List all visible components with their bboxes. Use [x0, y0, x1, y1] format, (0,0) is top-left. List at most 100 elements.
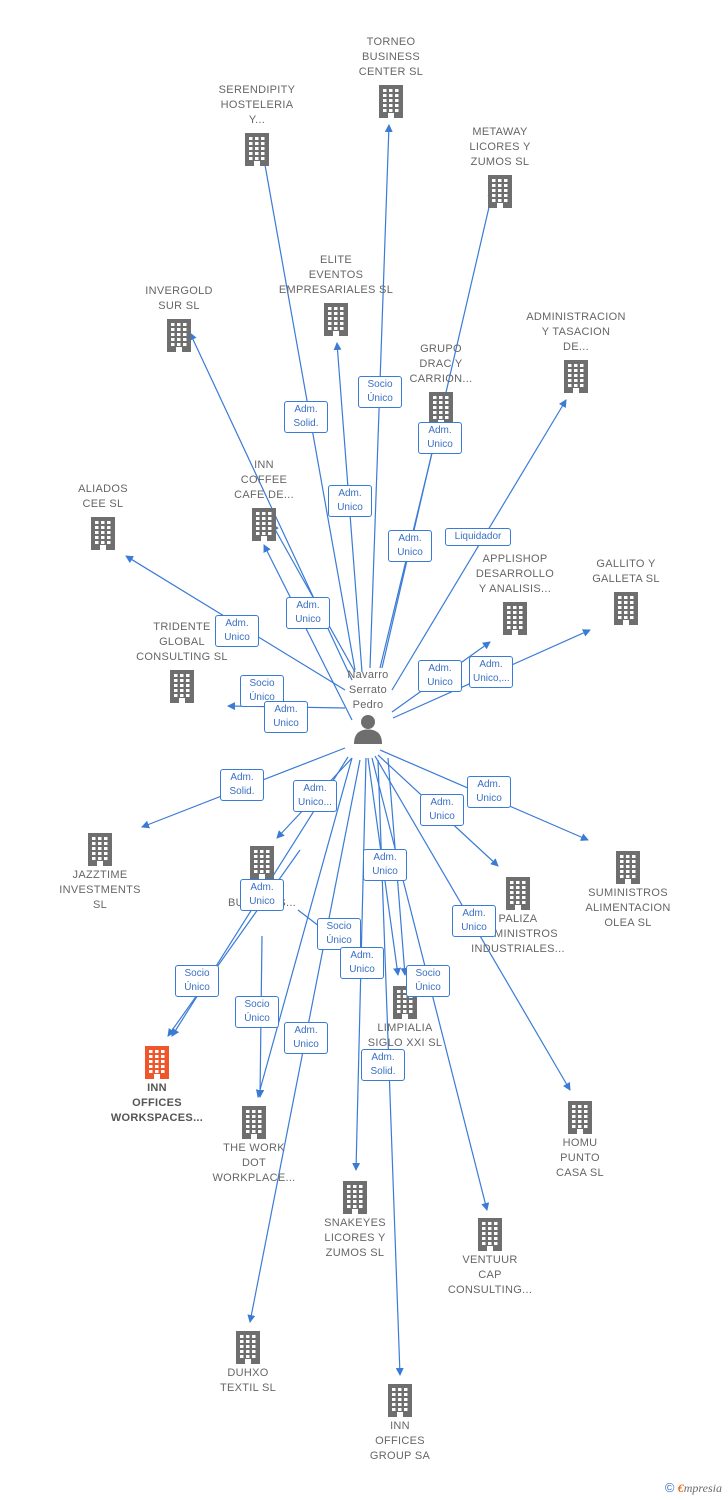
company-node-serendipity[interactable]: SERENDIPITY HOSTELERIA Y...	[192, 83, 322, 166]
company-name: APPLISHOP DESARROLLO Y ANALISIS...	[475, 553, 555, 595]
edge-label-serendipity[interactable]: Adm. Solid.	[284, 401, 328, 433]
building-icon	[488, 175, 512, 208]
company-node-jazztime[interactable]: JAZZTIME INVESTMENTS SL	[35, 832, 165, 913]
company-name: ADMINISTRACION Y TASACION DE...	[526, 311, 626, 353]
building-icon	[343, 1181, 367, 1214]
building-icon	[91, 517, 115, 550]
person-icon	[354, 715, 382, 744]
company-node-innofficesws[interactable]: INN OFFICES WORKSPACES...	[92, 1045, 222, 1126]
building-icon	[252, 508, 276, 541]
building-icon	[388, 1384, 412, 1417]
edge-label-administracion[interactable]: Liquidador	[445, 528, 511, 546]
edge-label-limpialia[interactable]: Socio Único	[317, 918, 361, 950]
edge-label-limpialia[interactable]: Socio Único	[406, 965, 450, 997]
building-icon	[393, 986, 417, 1019]
edge-label-metaway[interactable]: Adm. Unico	[418, 422, 462, 454]
company-name: DUHXO TEXTIL SL	[219, 1367, 277, 1394]
copyright-icon: ©	[664, 1480, 675, 1495]
building-icon	[88, 833, 112, 866]
company-node-metaway[interactable]: METAWAY LICORES Y ZUMOS SL	[435, 125, 565, 208]
company-node-torneo[interactable]: TORNEO BUSINESS CENTER SL	[326, 35, 456, 118]
company-node-innofficesgroup[interactable]: INN OFFICES GROUP SA	[335, 1383, 465, 1464]
company-name: METAWAY LICORES Y ZUMOS SL	[469, 126, 531, 168]
company-name: INN OFFICES WORKSPACES...	[110, 1082, 204, 1124]
company-node-suministros[interactable]: SUMINISTROS ALIMENTACION OLEA SL	[563, 850, 693, 931]
building-icon	[250, 846, 274, 879]
edge-label-invergold[interactable]: Adm. Unico	[215, 615, 259, 647]
company-name: GALLITO Y GALLETA SL	[592, 558, 660, 585]
edge-label-torneo[interactable]: Socio Único	[358, 376, 402, 408]
company-node-elite[interactable]: ELITE EVENTOS EMPRESARIALES SL	[271, 253, 401, 336]
company-name: JAZZTIME INVESTMENTS SL	[59, 869, 141, 911]
company-node-gallito[interactable]: GALLITO Y GALLETA SL	[561, 557, 691, 625]
edge-label-applishop[interactable]: Adm. Unico	[418, 660, 462, 692]
person-node[interactable]: Navarro Serrato Pedro	[323, 668, 413, 745]
company-name: INN OFFICES GROUP SA	[369, 1420, 431, 1462]
building-icon	[568, 1101, 592, 1134]
building-icon	[167, 319, 191, 352]
edge-label-grupo[interactable]: Adm. Unico	[388, 530, 432, 562]
company-name: INVERGOLD SUR SL	[145, 285, 213, 312]
company-name: SUMINISTROS ALIMENTACION OLEA SL	[585, 887, 671, 929]
edge-label-suministros[interactable]: Adm. Unico	[467, 776, 511, 808]
brand-logo-e: €	[677, 1481, 684, 1495]
building-icon	[503, 602, 527, 635]
building-icon	[236, 1331, 260, 1364]
building-icon	[379, 85, 403, 118]
company-node-inncoffee[interactable]: INN COFFEE CAFE DE...	[199, 458, 329, 541]
building-icon	[506, 877, 530, 910]
edge-cbusiness	[263, 544, 353, 721]
company-name: ALIADOS CEE SL	[78, 483, 128, 510]
company-name: TRIDENTE GLOBAL CONSULTING SL	[136, 621, 228, 663]
company-node-administracion[interactable]: ADMINISTRACION Y TASACION DE...	[511, 310, 641, 393]
company-name: TORNEO BUSINESS CENTER SL	[358, 36, 424, 78]
edge-label-elite[interactable]: Adm. Unico	[328, 485, 372, 517]
company-name: THE WORK DOT WORKPLACE...	[212, 1142, 296, 1184]
edge-label-cbusiness[interactable]: Adm. Unico...	[293, 780, 337, 812]
company-node-aliados[interactable]: ALIADOS CEE SL	[38, 482, 168, 550]
edge-label-thework[interactable]: Socio Único	[235, 996, 279, 1028]
company-name: HOMU PUNTO CASA SL	[556, 1137, 604, 1179]
brand-logo-text: mpresia	[683, 1481, 722, 1495]
company-name: ELITE EVENTOS EMPRESARIALES SL	[278, 254, 394, 296]
company-node-thework[interactable]: THE WORK DOT WORKPLACE...	[189, 1105, 319, 1186]
company-node-duhxo[interactable]: DUHXO TEXTIL SL	[183, 1330, 313, 1396]
edge-label-innofficesgroup[interactable]: Adm. Solid.	[361, 1049, 405, 1081]
edge-label-paliza[interactable]: Adm. Unico	[420, 794, 464, 826]
building-icon	[564, 360, 588, 393]
company-node-homu[interactable]: HOMU PUNTO CASA SL	[515, 1100, 645, 1181]
company-node-snakeyes[interactable]: SNAKEYES LICORES Y ZUMOS SL	[290, 1180, 420, 1261]
company-node-limpialia[interactable]: LIMPIALIA SIGLO XXI SL	[340, 985, 470, 1051]
edge-label-jazztime[interactable]: Adm. Solid.	[220, 769, 264, 801]
edge-label-homu[interactable]: Adm. Unico	[452, 905, 496, 937]
company-node-paliza[interactable]: PALIZA SUMINISTROS INDUSTRIALES...	[453, 876, 583, 957]
edge-label-innofficesws[interactable]: Socio Único	[175, 965, 219, 997]
edge-label-cbusiness[interactable]: Adm. Unico	[264, 701, 308, 733]
building-icon	[145, 1046, 169, 1079]
edge-label-gallito[interactable]: Adm. Unico,...	[469, 656, 513, 688]
edge-label-innofficesws[interactable]: Adm. Unico	[240, 879, 284, 911]
building-icon	[324, 303, 348, 336]
company-name: GRUPO DRAC Y CARRION...	[409, 343, 473, 385]
edge-label-limpialia[interactable]: Adm. Unico	[340, 947, 384, 979]
company-name: INN COFFEE CAFE DE...	[234, 459, 294, 501]
building-icon	[616, 851, 640, 884]
company-name: SNAKEYES LICORES Y ZUMOS SL	[324, 1217, 386, 1259]
brand-watermark: © €mpresia	[665, 1480, 722, 1496]
building-icon	[614, 592, 638, 625]
edge-label-limpialia[interactable]: Adm. Unico	[363, 849, 407, 881]
company-node-ventuur[interactable]: VENTUUR CAP CONSULTING...	[425, 1217, 555, 1298]
company-name: VENTUUR CAP CONSULTING...	[447, 1254, 533, 1296]
building-icon	[478, 1218, 502, 1251]
company-node-invergold[interactable]: INVERGOLD SUR SL	[114, 284, 244, 352]
edge-label-inncoffee[interactable]: Adm. Unico	[286, 597, 330, 629]
edge-label-thework[interactable]: Adm. Unico	[284, 1022, 328, 1054]
company-node-tridente[interactable]: TRIDENTE GLOBAL CONSULTING SL	[117, 620, 247, 703]
building-icon	[170, 670, 194, 703]
building-icon	[242, 1106, 266, 1139]
person-name: Navarro Serrato Pedro	[347, 669, 389, 711]
company-node-applishop[interactable]: APPLISHOP DESARROLLO Y ANALISIS...	[450, 552, 580, 635]
edge-thework	[256, 757, 353, 1098]
